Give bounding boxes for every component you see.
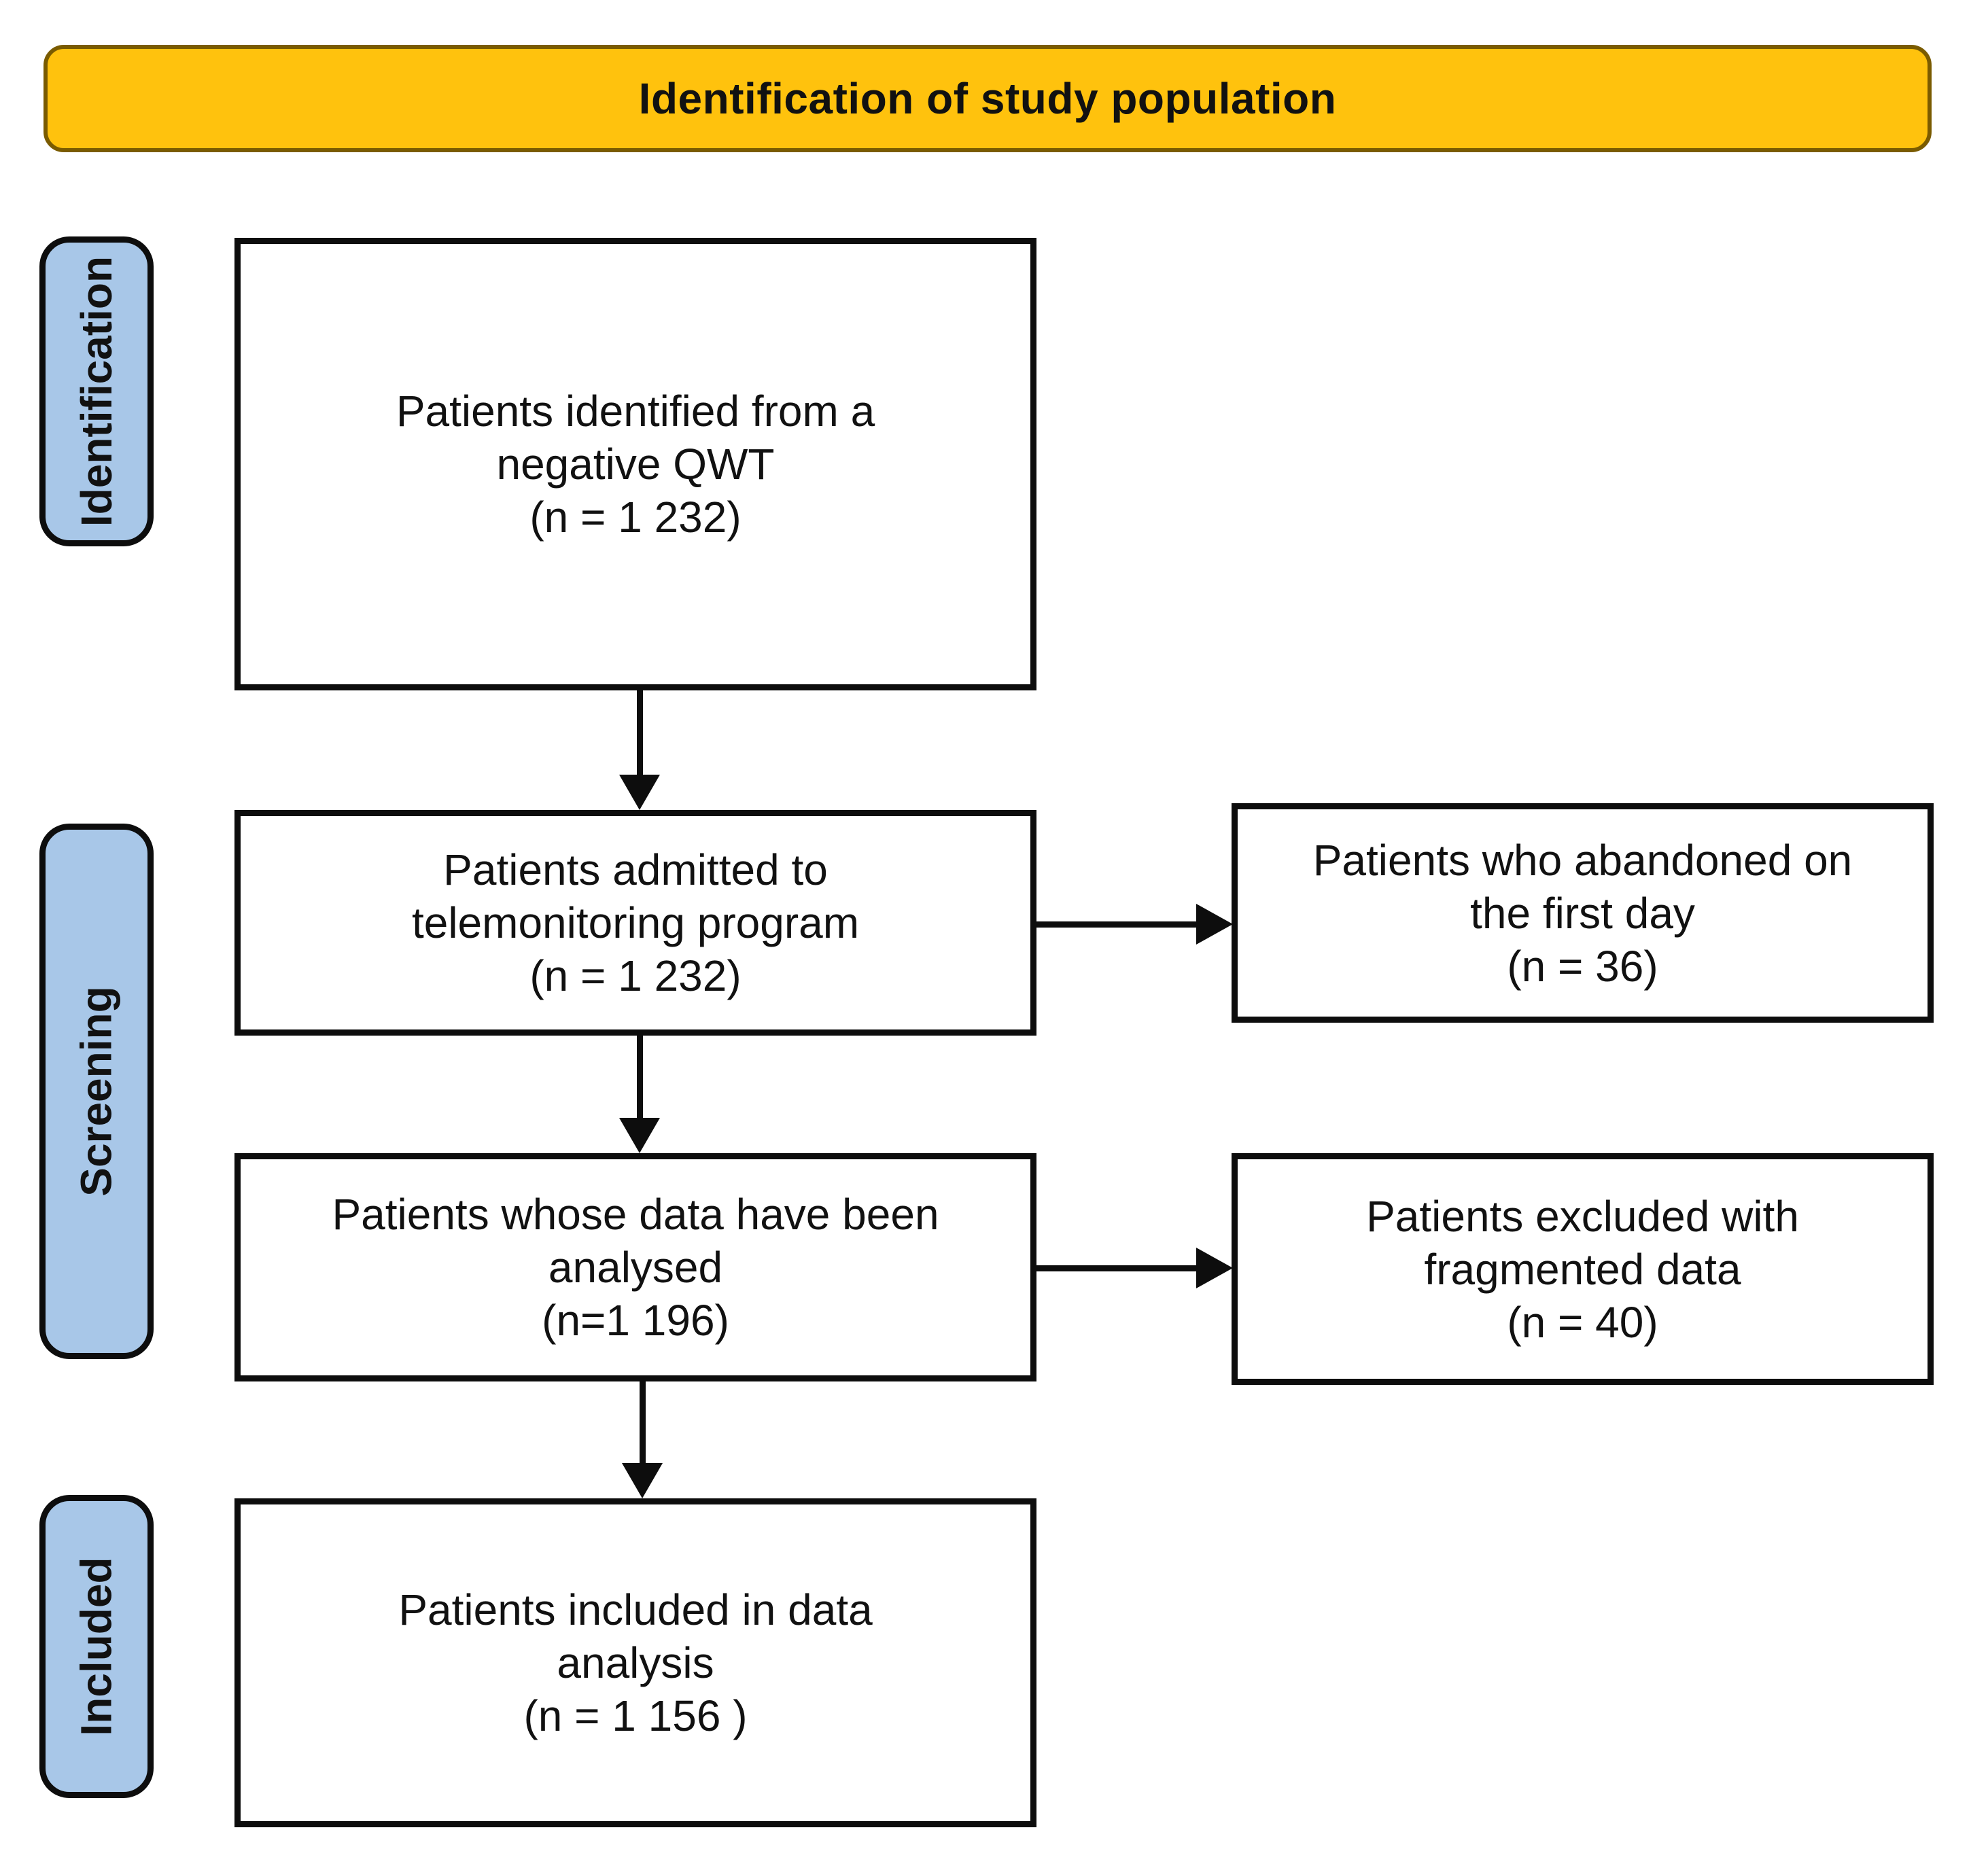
arrow-down-1-head-icon xyxy=(619,775,660,810)
box-text-line: analysis xyxy=(557,1638,714,1687)
box-text-line: Patients admitted to xyxy=(443,845,828,894)
flow-box-identified-patients: Patients identified from a negative QWT … xyxy=(234,238,1036,690)
box-text-line: (n = 1 232) xyxy=(529,951,742,1000)
arrow-down-3-line xyxy=(640,1381,646,1466)
header-banner: Identification of study population xyxy=(43,45,1932,152)
flow-box-excluded-fragmented-data: Patients excluded with fragmented data (… xyxy=(1232,1153,1934,1385)
arrow-right-1-head-icon xyxy=(1196,904,1233,945)
box-text-line: Patients who abandoned on xyxy=(1312,835,1853,885)
box-text-line: Patients identified from a xyxy=(396,387,875,436)
box-text-line: (n = 40) xyxy=(1507,1297,1658,1347)
arrow-right-2-head-icon xyxy=(1196,1248,1233,1288)
stage-label-text: Identification xyxy=(72,256,121,527)
arrow-down-3-head-icon xyxy=(622,1463,663,1498)
box-text-line: fragmented data xyxy=(1424,1244,1741,1294)
box-text-line: Patients excluded with xyxy=(1366,1191,1799,1241)
stage-label-screening: Screening xyxy=(39,824,154,1359)
box-text-line: Patients whose data have been xyxy=(332,1190,939,1239)
stage-label-text: Screening xyxy=(72,986,121,1197)
box-text-line: analysed xyxy=(548,1243,723,1292)
arrow-right-2-line xyxy=(1036,1265,1198,1271)
flow-box-included-analysis: Patients included in data analysis (n = … xyxy=(234,1498,1036,1827)
stage-label-included: Included xyxy=(39,1495,154,1798)
box-text-line: (n = 1 232) xyxy=(529,493,742,542)
flow-box-admitted-telemonitoring: Patients admitted to telemonitoring prog… xyxy=(234,810,1036,1036)
box-text-line: telemonitoring program xyxy=(411,898,860,947)
arrow-right-1-line xyxy=(1036,921,1198,928)
box-text-line: Patients included in data xyxy=(398,1585,873,1634)
box-text-line: (n=1 196) xyxy=(542,1296,729,1345)
box-text-line: (n = 1 156 ) xyxy=(523,1691,748,1740)
box-text-line: (n = 36) xyxy=(1507,941,1658,991)
stage-label-text: Included xyxy=(72,1557,121,1736)
flow-box-data-analysed: Patients whose data have been analysed (… xyxy=(234,1153,1036,1381)
box-text-line: negative QWT xyxy=(496,440,775,489)
arrow-down-2-line xyxy=(637,1036,643,1121)
arrow-down-1-line xyxy=(637,690,643,780)
box-text-line: the first day xyxy=(1470,888,1695,938)
header-title: Identification of study population xyxy=(638,74,1337,123)
flow-box-abandoned-first-day: Patients who abandoned on the first day … xyxy=(1232,803,1934,1023)
arrow-down-2-head-icon xyxy=(619,1118,660,1153)
stage-label-identification: Identification xyxy=(39,236,154,546)
